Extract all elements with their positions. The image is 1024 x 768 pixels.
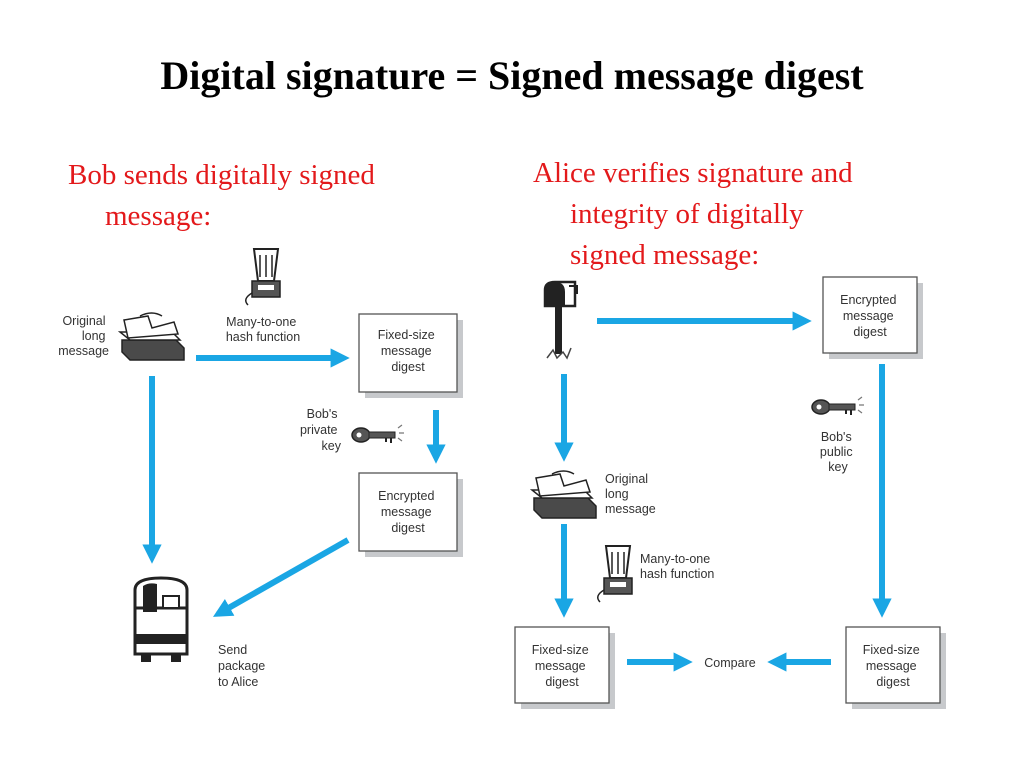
bob-hash-function-label: Many-to-one hash function: [226, 315, 300, 344]
books-icon: [117, 312, 185, 361]
blender-icon: [597, 545, 633, 603]
bob-private-key-label: Bob's private key: [300, 407, 342, 453]
bob-send-label: Send package to Alice: [218, 643, 269, 689]
alice-fixed-digest-right-label: Fixed-size message digest: [863, 643, 923, 689]
key-icon: [811, 396, 864, 415]
bob-encrypted-digest-box: [358, 472, 463, 557]
bob-original-message-label: Original long message: [58, 314, 109, 358]
blender-icon: [245, 248, 281, 306]
alice-hash-function-label: Many-to-one hash function: [640, 552, 714, 581]
alice-fixed-digest-left-label: Fixed-size message digest: [532, 643, 592, 689]
bob-encrypted-digest-label: Encrypted message digest: [378, 489, 438, 535]
compare-label: Compare: [704, 656, 755, 670]
bob-heading-line-2: message:: [105, 200, 212, 232]
bob-heading-line-1: Bob sends digitally signed: [68, 159, 375, 191]
alice-heading-line-3: signed message:: [570, 239, 760, 271]
alice-fixed-digest-right-box: [845, 626, 946, 709]
alice-heading-line-1: Alice verifies signature and: [533, 157, 853, 189]
slide-title: Digital signature = Signed message diges…: [160, 53, 864, 98]
bob-heading: Bob sends digitally signed message:: [68, 155, 375, 237]
open-mailbox-icon: [543, 280, 578, 360]
alice-original-message-label: Original long message: [605, 472, 656, 516]
alice-heading: Alice verifies signature and integrity o…: [533, 153, 853, 276]
alice-fixed-digest-left-box: [514, 626, 615, 709]
bob-fixed-digest-label: Fixed-size message digest: [378, 328, 438, 374]
alice-public-key-label: Bob's public key: [820, 430, 856, 474]
books-icon: [529, 470, 597, 519]
alice-encrypted-digest-label: Encrypted message digest: [840, 293, 900, 339]
bob-fixed-digest-box: [358, 313, 463, 398]
arrow-encrypted-to-mailbox: [212, 537, 350, 617]
alice-heading-line-2: integrity of digitally: [570, 198, 804, 230]
mailbox-icon: [133, 576, 189, 662]
alice-encrypted-digest-box: [822, 276, 923, 359]
key-icon: [351, 424, 404, 443]
